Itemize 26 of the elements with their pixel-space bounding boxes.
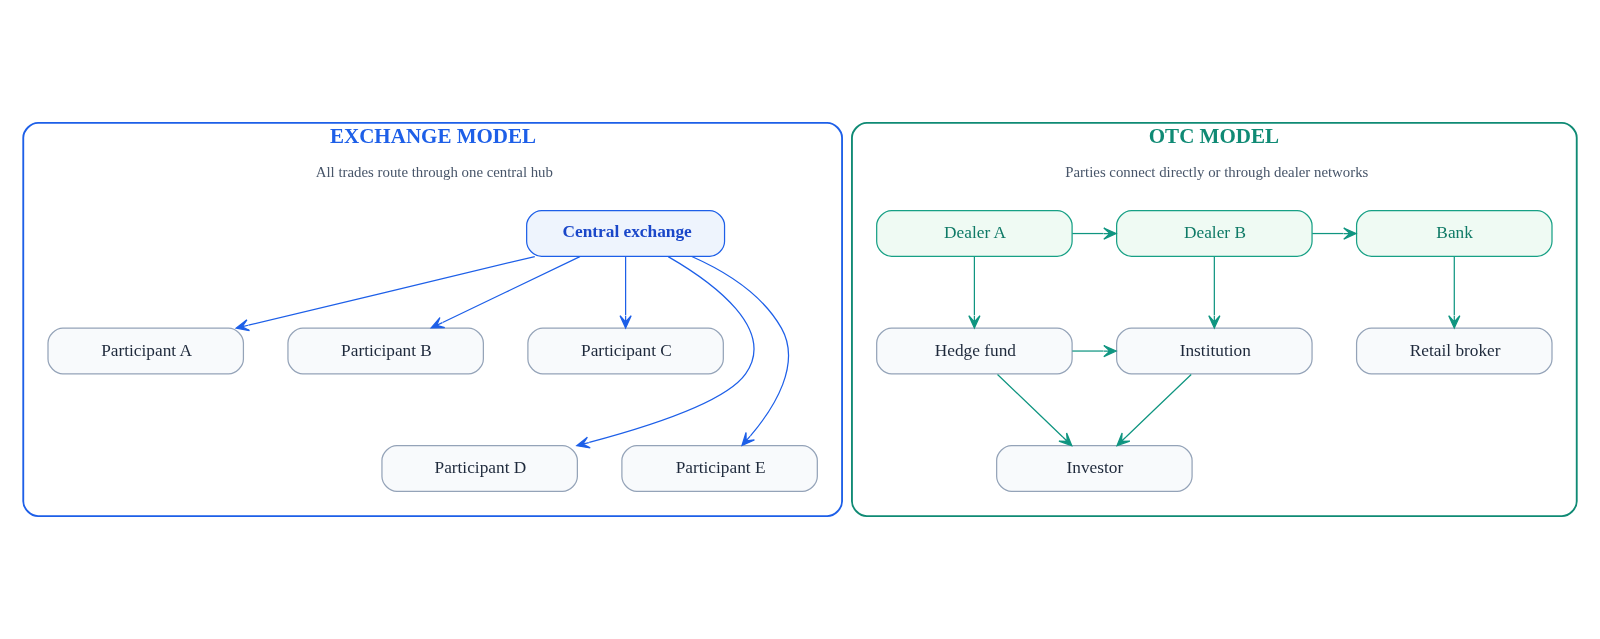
arrow	[576, 255, 755, 449]
arrow	[996, 373, 1073, 447]
arrow	[1116, 373, 1192, 447]
arrow	[1071, 227, 1117, 240]
arrow	[430, 256, 581, 329]
node-box: Participant B	[287, 327, 484, 375]
arrow	[691, 255, 790, 447]
arrow	[1448, 256, 1461, 329]
node-box: Participant C	[527, 327, 724, 375]
node-box: Hedge fund	[876, 327, 1073, 375]
arrow	[1071, 344, 1117, 358]
arrow	[1311, 227, 1357, 240]
node-box: Dealer A	[876, 210, 1073, 258]
node-box: Participant A	[47, 327, 245, 375]
node-box: Central exchange	[526, 210, 726, 258]
node-box: Dealer B	[1116, 210, 1313, 258]
node-box: Participant E	[621, 445, 818, 493]
node-box: Investor	[996, 445, 1193, 493]
node-box: Retail broker	[1355, 327, 1553, 375]
node-box: Institution	[1116, 327, 1313, 375]
arrow	[235, 255, 536, 332]
arrow	[1208, 256, 1221, 329]
arrow	[968, 256, 981, 329]
node-box: Bank	[1355, 210, 1553, 258]
arrow	[619, 256, 632, 329]
node-box: Participant D	[381, 445, 578, 493]
